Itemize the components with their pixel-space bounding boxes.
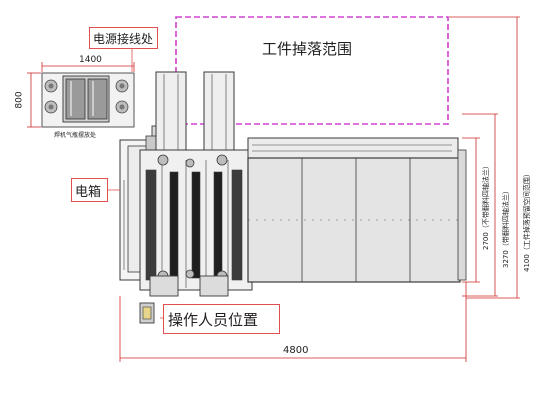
dim-4800-line xyxy=(119,282,467,362)
dim-3270-text: 3270（带翻料四轴法兰） xyxy=(502,187,510,268)
dim-800-text: 800 xyxy=(14,91,25,109)
operator-position-callout xyxy=(163,304,280,334)
dim-1400-text: 1400 xyxy=(79,55,102,65)
operator-position-label: 操作人员位置 xyxy=(168,311,259,329)
dim-2700-text: 2700（不带翻料四轴法兰） xyxy=(482,162,490,250)
dim-1400-line xyxy=(41,62,135,72)
dim-4800-text: 4800 xyxy=(283,345,309,356)
machine-bed xyxy=(247,137,467,283)
dim-4100-text: 4100（工件掉落预留空间范围） xyxy=(523,170,531,272)
electric-box-callout xyxy=(71,178,108,202)
welder-pump-label: 焊机气瓶摆放处 xyxy=(54,132,97,139)
electric-box-label: 电箱 xyxy=(75,185,102,200)
power-connection-callout xyxy=(89,27,158,49)
fall-range-box xyxy=(175,16,449,125)
fall-range-label: 工件掉落范围 xyxy=(262,40,353,58)
machine-body xyxy=(119,71,253,324)
dim-vertical-lines xyxy=(449,16,520,299)
power-connection-label: 电源接线处 xyxy=(93,32,154,46)
welder-unit xyxy=(41,72,135,128)
dim-800-line xyxy=(27,72,41,128)
